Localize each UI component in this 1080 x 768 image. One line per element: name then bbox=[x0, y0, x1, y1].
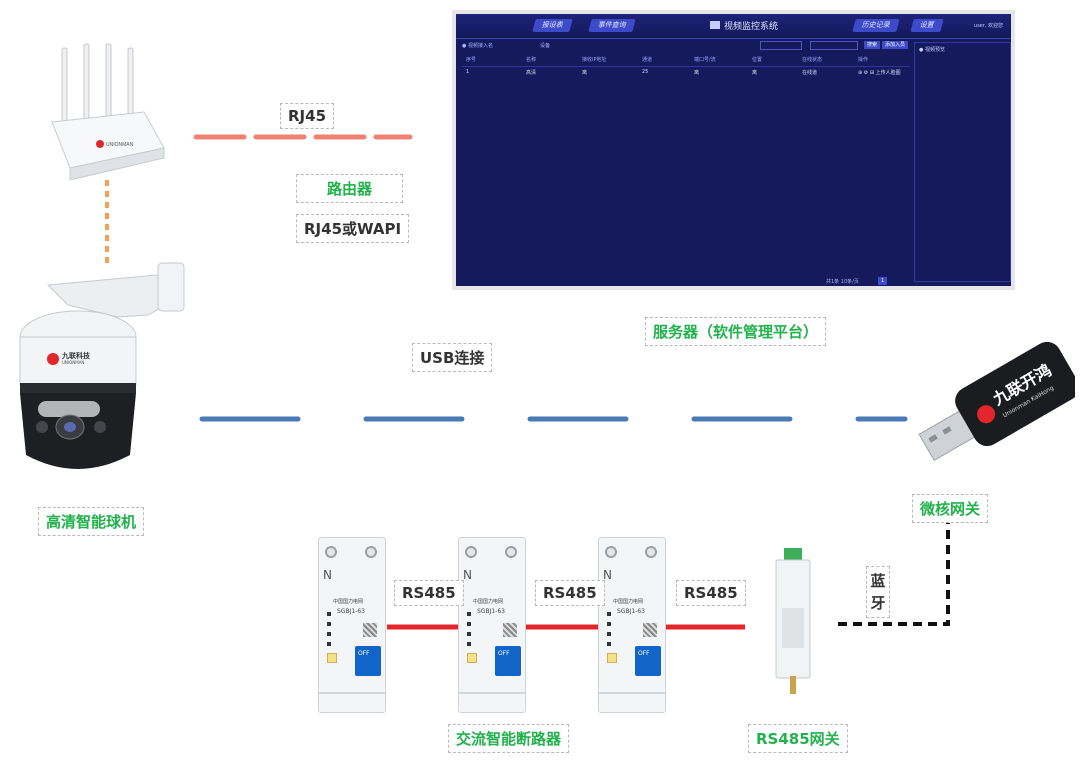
video-preview-title: ● 视频预览 bbox=[919, 47, 945, 53]
screen-tab-1[interactable]: 报设表 bbox=[532, 19, 573, 32]
screw-icon bbox=[645, 546, 657, 558]
col-header: 序号 bbox=[466, 57, 477, 63]
server-monitor-screen: 报设表 事件查询 视频监控系统 历史记录 设置 user, 欢迎您 ● 视频接入… bbox=[452, 10, 1015, 290]
toolbar-select-1[interactable] bbox=[760, 41, 802, 50]
col-header: 位置 bbox=[752, 57, 763, 63]
col-header: 接收IP地址 bbox=[582, 57, 607, 63]
usb-label: USB连接 bbox=[412, 343, 493, 372]
smart-breaker-1: N 中国国力电网 SGBJ1-63 OFF bbox=[318, 537, 386, 713]
rs485-label-3: RS485 bbox=[676, 580, 746, 606]
toolbar-filter-input[interactable] bbox=[810, 41, 858, 50]
rs485-label-1: RS485 bbox=[394, 580, 464, 606]
col-header: 操作 bbox=[858, 57, 869, 63]
col-header: 在线状态 bbox=[802, 57, 823, 63]
add-person-button[interactable]: 添加入员 bbox=[882, 41, 909, 49]
breaker-brand: 中国国力电网 bbox=[613, 599, 644, 605]
breaker-switch[interactable]: OFF bbox=[495, 646, 521, 676]
screen-system-title: 视频监控系统 bbox=[724, 22, 779, 32]
rj45-wapi-label: RJ45或WAPI bbox=[296, 214, 410, 243]
camera-label: 高清智能球机 bbox=[38, 507, 145, 536]
rs485-label-2: RS485 bbox=[535, 580, 605, 606]
router-device: UNIONMAN bbox=[51, 43, 165, 180]
breaker-model: SGBJ1-63 bbox=[477, 608, 505, 615]
breaker-switch[interactable]: OFF bbox=[635, 646, 661, 676]
system-logo-icon bbox=[710, 21, 720, 29]
breaker-model: SGBJ1-63 bbox=[617, 608, 645, 615]
screen-tab-3[interactable]: 历史记录 bbox=[852, 19, 900, 32]
col-header: 通道 bbox=[642, 57, 653, 63]
breaker-brand: 中国国力电网 bbox=[473, 599, 504, 605]
col-header: 端口号/流 bbox=[694, 57, 716, 63]
screw-icon bbox=[465, 546, 477, 558]
screen-tab-4[interactable]: 设置 bbox=[910, 19, 944, 32]
breaker-n-label: N bbox=[603, 568, 612, 582]
qr-code-icon bbox=[503, 623, 517, 637]
micro-gateway-dongle: 九联开鸿 Unionman KaiHong bbox=[918, 341, 1075, 462]
camera-brand: 九联科技 bbox=[62, 352, 90, 360]
search-button[interactable]: 搜索 bbox=[864, 41, 881, 49]
switch-label: OFF bbox=[498, 650, 510, 657]
video-preview-panel: ● 视频预览 bbox=[914, 42, 1011, 282]
row-actions[interactable]: ⊕ ⚙ ⊞ 上传人脸图 bbox=[858, 70, 901, 76]
bluetooth-line bbox=[838, 520, 950, 626]
cell: 1 bbox=[466, 69, 470, 75]
breaker-n-label: N bbox=[323, 568, 332, 582]
server-label: 服务器（软件管理平台） bbox=[645, 317, 827, 346]
smart-breaker-2: N 中国国力电网 SGBJ1-63 OFF bbox=[458, 537, 526, 713]
pager-text: 共1条 10条/页 bbox=[826, 279, 859, 285]
cell: 离 bbox=[752, 70, 758, 76]
cell: 离 bbox=[694, 70, 700, 76]
smart-breaker-3: N 中国国力电网 SGBJ1-63 OFF bbox=[598, 537, 666, 713]
switch-label: OFF bbox=[358, 650, 370, 657]
page-button[interactable]: 1 bbox=[878, 277, 888, 285]
screen-tab-2[interactable]: 事件查询 bbox=[588, 19, 636, 32]
cell: 离 bbox=[582, 70, 588, 76]
rs485-gateway-label: RS485网关 bbox=[748, 724, 848, 753]
screen-toolbar: ● 视频接入名 设备 搜索 添加入员 bbox=[462, 41, 910, 52]
micro-gateway-label: 微核网关 bbox=[912, 494, 989, 523]
breaker-switch[interactable]: OFF bbox=[355, 646, 381, 676]
table-row[interactable]: 1 高清 离 25 离 离 在线道 ⊕ ⚙ ⊞ 上传人脸图 bbox=[462, 69, 910, 79]
switch-label: OFF bbox=[638, 650, 650, 657]
breakers-label: 交流智能断路器 bbox=[448, 724, 570, 753]
rj45-label: RJ45 bbox=[280, 103, 335, 129]
dome-camera: 九联科技 UNIONMAN bbox=[8, 255, 190, 490]
camera-brand-sub: UNIONMAN bbox=[62, 360, 85, 365]
cell: 25 bbox=[642, 69, 649, 75]
qr-code-icon bbox=[643, 623, 657, 637]
screen-user: user, 欢迎您 bbox=[973, 23, 1003, 29]
qr-code-icon bbox=[363, 623, 377, 637]
test-button[interactable] bbox=[467, 653, 477, 663]
test-button[interactable] bbox=[327, 653, 337, 663]
router-label: 路由器 bbox=[296, 174, 404, 203]
test-button[interactable] bbox=[607, 653, 617, 663]
screw-icon bbox=[365, 546, 377, 558]
router-brand-text: UNIONMAN bbox=[106, 142, 134, 148]
screw-icon bbox=[605, 546, 617, 558]
cell: 高清 bbox=[526, 70, 537, 76]
screw-icon bbox=[505, 546, 517, 558]
toolbar-mid: 设备 bbox=[540, 43, 551, 49]
toolbar-left: ● 视频接入名 bbox=[462, 43, 493, 49]
breaker-brand: 中国国力电网 bbox=[333, 599, 364, 605]
bluetooth-label-2: 牙 bbox=[870, 594, 886, 612]
breaker-n-label: N bbox=[463, 568, 472, 582]
bluetooth-label: 蓝 牙 bbox=[866, 566, 890, 618]
screw-icon bbox=[325, 546, 337, 558]
col-header: 名称 bbox=[526, 57, 537, 63]
rs485-gateway-device bbox=[775, 548, 811, 694]
screen-table-header: 序号 名称 接收IP地址 通道 端口号/流 位置 在线状态 操作 bbox=[462, 56, 910, 67]
pagination: 共1条 10条/页 1 bbox=[826, 277, 888, 286]
cell: 在线道 bbox=[802, 70, 818, 76]
bluetooth-label-1: 蓝 bbox=[870, 572, 886, 590]
breaker-model: SGBJ1-63 bbox=[337, 608, 365, 615]
screen-topbar: 报设表 事件查询 视频监控系统 历史记录 设置 user, 欢迎您 bbox=[456, 14, 1011, 39]
